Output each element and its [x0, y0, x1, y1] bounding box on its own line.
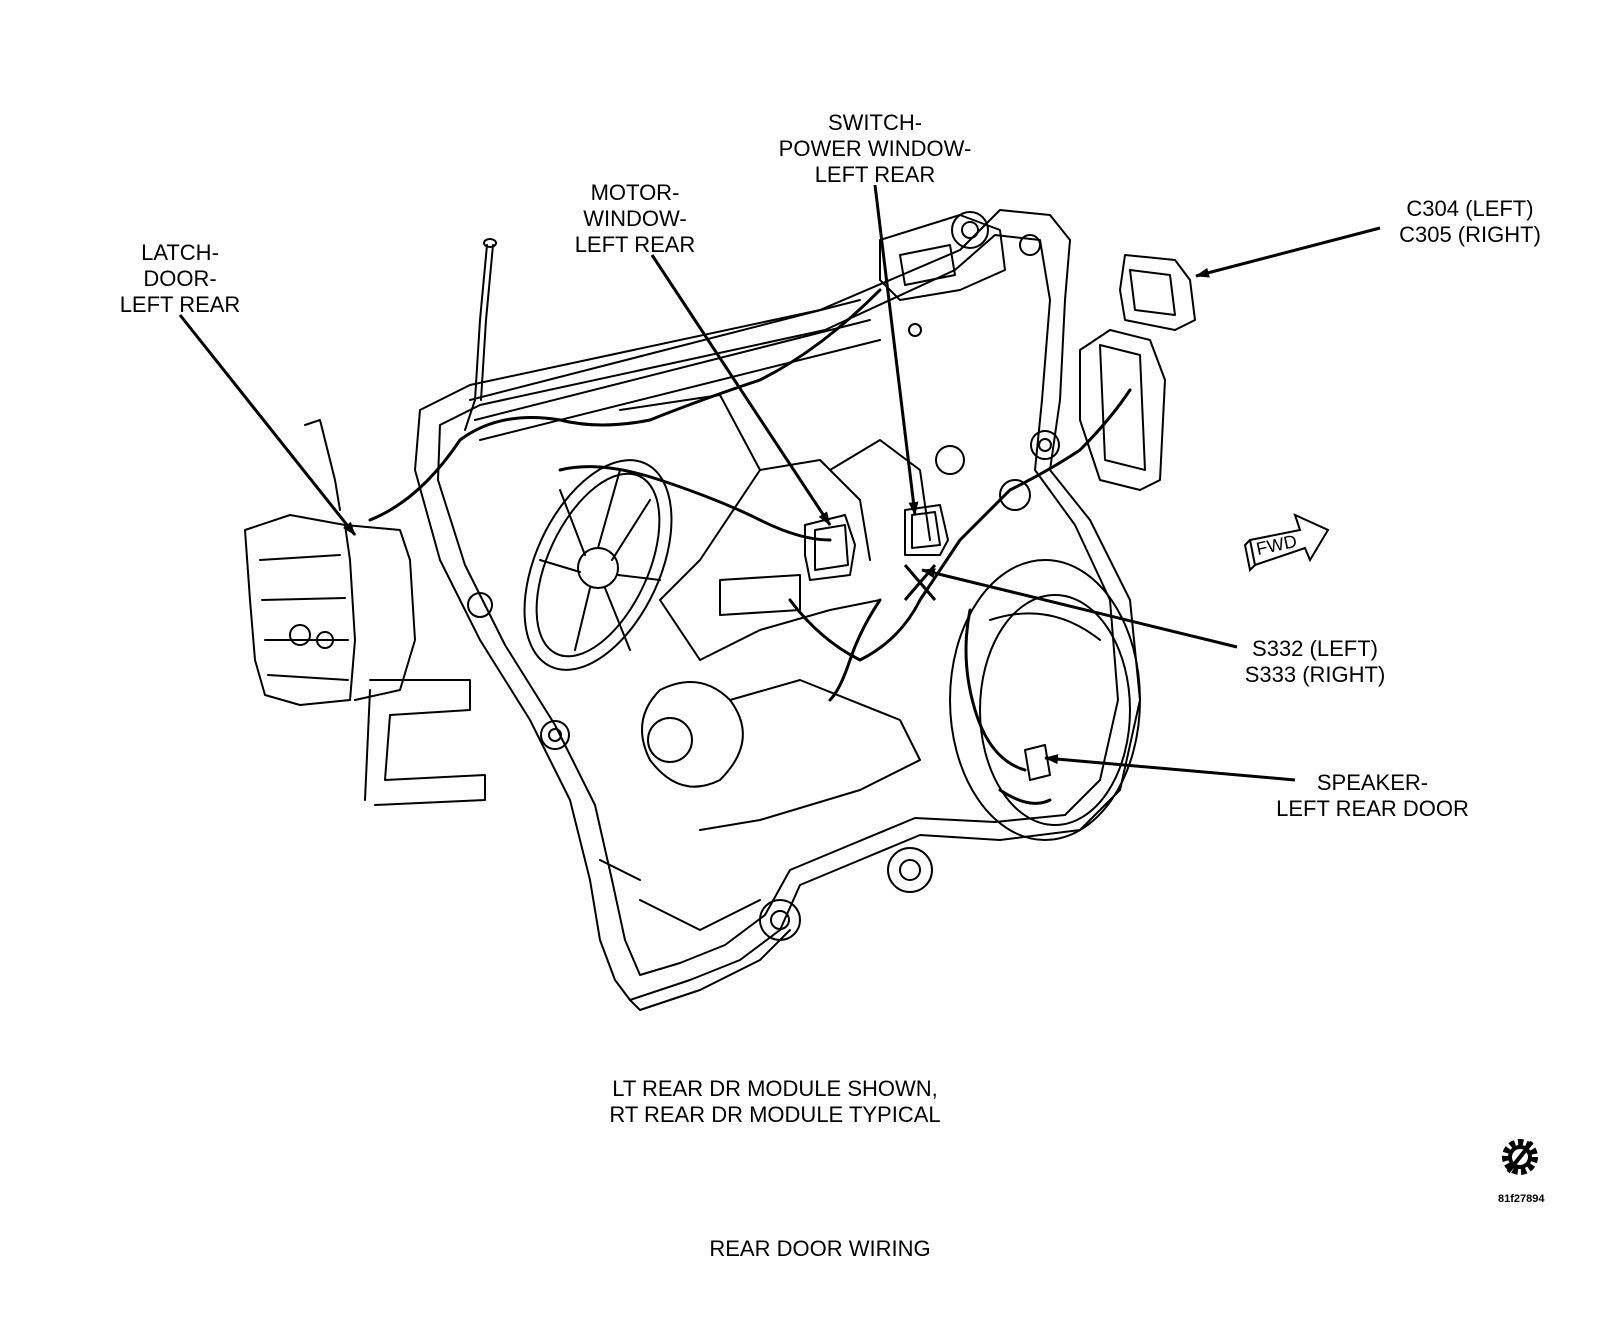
figure-id: 81f27894	[1498, 1193, 1545, 1205]
leader-motor	[650, 254, 832, 526]
label-switch-line: SWITCH-	[827, 110, 923, 135]
module-note-line: LT REAR DR MODULE SHOWN,	[612, 1076, 938, 1101]
label-splice-line: S332 (LEFT)	[1252, 636, 1378, 661]
module-note-line: RT REAR DR MODULE TYPICAL	[609, 1102, 941, 1127]
label-motor-line: LEFT REAR	[574, 232, 696, 257]
label-speaker: SPEAKER- LEFT REAR DOOR	[1265, 770, 1480, 822]
label-connector-line: C305 (RIGHT)	[1399, 222, 1541, 247]
label-speaker-line: SPEAKER-	[1316, 770, 1429, 795]
leader-speaker	[1044, 754, 1296, 782]
fwd-arrow-icon	[1243, 513, 1330, 573]
leader-latch	[178, 314, 357, 536]
label-splice-line: S333 (RIGHT)	[1244, 662, 1386, 687]
motor-connector	[804, 514, 856, 581]
speaker-grille-left	[523, 459, 673, 671]
wiring-harness	[368, 288, 882, 522]
label-latch-line: LATCH-	[141, 240, 219, 265]
label-connector-line: C304 (LEFT)	[1406, 196, 1534, 221]
gear-slash-icon	[1502, 1139, 1538, 1175]
leader-splice	[921, 568, 1238, 649]
door-panel-inner	[437, 234, 1119, 976]
speaker-cavity-right	[949, 559, 1141, 841]
label-motor: MOTOR- WINDOW- LEFT REAR	[560, 180, 710, 258]
figure-caption: REAR DOOR WIRING	[709, 1236, 931, 1261]
leader-switch	[873, 184, 919, 516]
label-latch-line: DOOR-	[143, 266, 217, 291]
label-motor-line: WINDOW-	[583, 206, 687, 231]
label-connector: C304 (LEFT) C305 (RIGHT)	[1385, 196, 1555, 248]
label-latch-line: LEFT REAR	[119, 292, 241, 317]
label-speaker-line: LEFT REAR DOOR	[1276, 796, 1469, 821]
connector-c304	[1119, 254, 1196, 331]
module-note: LT REAR DR MODULE SHOWN, RT REAR DR MODU…	[560, 1076, 990, 1128]
label-switch-line: POWER WINDOW-	[778, 136, 972, 161]
speaker-connector	[1024, 744, 1051, 781]
label-latch: LATCH- DOOR- LEFT REAR	[110, 240, 250, 318]
label-switch: SWITCH- POWER WINDOW- LEFT REAR	[775, 110, 975, 188]
switch-connector	[904, 504, 949, 556]
leader-connector	[1195, 226, 1381, 278]
door-panel-outline	[414, 209, 1141, 1001]
label-motor-line: MOTOR-	[590, 180, 680, 205]
latch-assembly	[244, 514, 356, 706]
label-switch-line: LEFT REAR	[814, 162, 936, 187]
label-splice: S332 (LEFT) S333 (RIGHT)	[1235, 636, 1395, 688]
